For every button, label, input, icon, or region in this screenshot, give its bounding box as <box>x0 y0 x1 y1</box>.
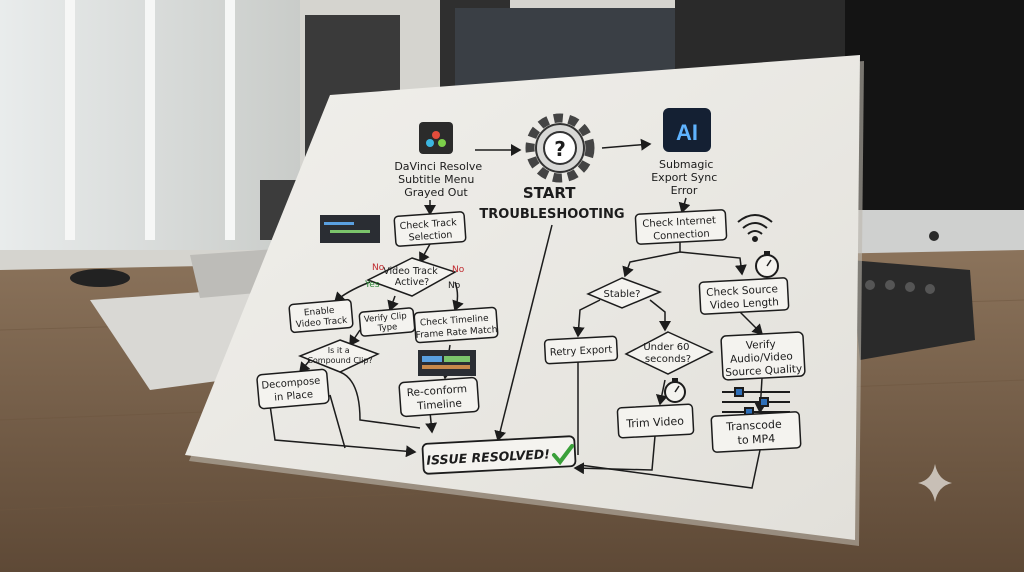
stopwatch-icon <box>664 378 686 403</box>
svg-text:Trim Video: Trim Video <box>625 414 685 430</box>
under-60-decision: Under 60 seconds? <box>624 331 714 375</box>
svg-text:Check Track Selection: Check Track Selection <box>399 217 461 244</box>
yes-label: Yes <box>364 280 380 290</box>
svg-text:Verify Audio/Video: Verify Audio/Video Source Quality <box>724 337 803 379</box>
svg-text:Stable?: Stable? <box>604 289 641 300</box>
check-track-box: Check Track Selection <box>393 211 467 247</box>
svg-text:Enable Video Track: Enable Video Track <box>294 305 348 330</box>
slider-icon <box>722 387 790 417</box>
mouse <box>70 269 130 287</box>
arrow <box>601 138 652 151</box>
davinci-logo-icon <box>419 122 453 154</box>
no-label: No <box>452 265 465 275</box>
svg-text:Retry Export: Retry Export <box>550 344 613 358</box>
sparkle-icon <box>918 464 952 502</box>
stopwatch-icon <box>755 251 779 278</box>
svg-text:?: ? <box>554 137 566 161</box>
svg-text:Re-conform Timeline: Re-conform Timeline <box>406 383 471 413</box>
ai-logo-icon: AI <box>663 108 711 152</box>
svg-text:Under 60 seconds?: Under 60 seconds? <box>643 342 692 365</box>
retry-export-box: Retry Export <box>543 335 619 365</box>
verify-clip-type-box: Verify Clip Type <box>358 307 416 337</box>
video-track-active-decision: Video Track Active? <box>366 257 457 297</box>
issue-resolved-box: ISSUE RESOLVED! <box>421 435 577 475</box>
svg-text:Decompose in Place: Decompose in Place <box>261 375 325 404</box>
check-source-length-box: Check Source Video Length <box>698 277 790 315</box>
apple-logo-icon <box>929 231 939 241</box>
wifi-icon <box>737 214 773 242</box>
reconform-box: Re-conform Timeline <box>398 376 480 418</box>
gear-question-icon: ? <box>525 113 595 183</box>
audio-mixer <box>850 260 975 360</box>
checkmark-icon <box>552 444 574 466</box>
right-monitor <box>845 0 1024 215</box>
svg-text:Check Internet Connectio: Check Internet Connection <box>642 215 720 243</box>
check-internet-box: Check Internet Connection <box>634 209 728 245</box>
trim-video-box: Trim Video <box>616 403 695 439</box>
svg-text:Video Track Active?: Video Track Active? <box>383 266 441 288</box>
stable-decision: Stable? <box>586 277 663 309</box>
svg-text:AI: AI <box>676 120 698 145</box>
start-label: START TROUBLESHOOTING <box>479 183 624 222</box>
transcode-box: Transcode to MP4 <box>710 411 802 453</box>
svg-text:Verify Clip Type: Verify Clip Type <box>364 311 411 335</box>
compound-clip-decision: Is it a Compound Clip? <box>297 339 380 373</box>
verify-quality-box: Verify Audio/Video Source Quality <box>720 331 806 381</box>
window-frame <box>65 0 235 240</box>
timeline-thumbnail-icon <box>320 215 380 243</box>
svg-text:Check Source Video Lengt: Check Source Video Length <box>706 283 782 312</box>
svg-text:ISSUE RESOLVED!: ISSUE RESOLVED! <box>426 446 550 467</box>
davinci-title: DaVinci Resolve Subtitle Menu Grayed Out <box>394 160 485 199</box>
svg-text:Transcode to MP4: Transcode to MP4 <box>725 417 786 447</box>
no-label: No <box>372 263 385 273</box>
decompose-box: Decompose in Place <box>256 368 330 410</box>
enable-video-track-box: Enable Video Track <box>288 298 354 334</box>
check-timeline-box: Check Timeline Frame Rate Match <box>413 306 499 344</box>
svg-text:Is it a Compound Clip?: Is it a Compound Clip? <box>307 346 372 365</box>
submagic-title: Submagic Export Sync Error <box>651 158 721 197</box>
no-label: No <box>448 281 461 291</box>
timeline-thumbnail-icon <box>418 350 476 376</box>
